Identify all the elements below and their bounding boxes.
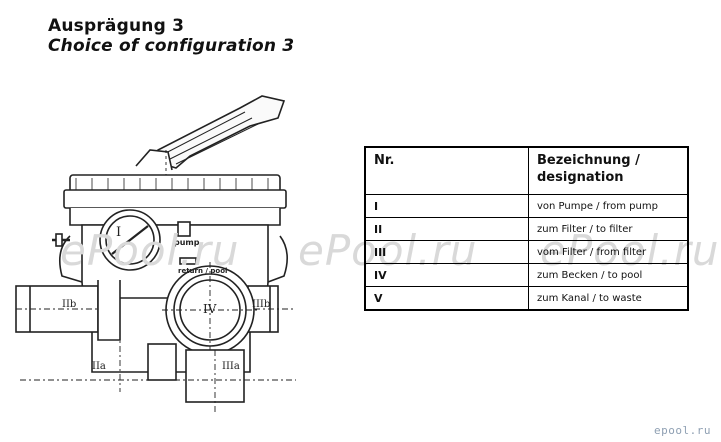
header-designation: Bezeichnung / designation: [528, 146, 689, 195]
row-designation: zum Filter / to filter: [528, 217, 689, 241]
label-port-iiia: IIIa: [222, 361, 240, 372]
row-nr: I: [364, 194, 529, 218]
table-row: II zum Filter / to filter: [364, 217, 689, 241]
label-return-pool: return / pool: [178, 267, 227, 275]
row-designation: zum Becken / to pool: [528, 263, 689, 287]
port-legend-table: Nr. Bezeichnung / designation I von Pump…: [364, 146, 689, 311]
pipe-left: [15, 285, 99, 333]
corner-logo: epool.ru: [654, 424, 711, 437]
table-row: III vom Filter / from filter: [364, 240, 689, 264]
row-designation: von Pumpe / from pump: [528, 194, 689, 218]
valve-diagram: I IV IIb IIIb IIa IIIa pump return / poo…: [15, 95, 296, 412]
table-row: IV zum Becken / to pool: [364, 263, 689, 287]
row-designation: zum Kanal / to waste: [528, 286, 689, 311]
title-german: Ausprägung 3: [48, 16, 185, 36]
table-header-row: Nr. Bezeichnung / designation: [364, 146, 689, 195]
table-row: I von Pumpe / from pump: [364, 194, 689, 218]
row-designation: vom Filter / from filter: [528, 240, 689, 264]
label-port-i: I: [116, 225, 121, 240]
table-row: V zum Kanal / to waste: [364, 286, 689, 311]
label-pump: pump: [174, 238, 200, 247]
row-nr: III: [364, 240, 529, 264]
row-nr: IV: [364, 263, 529, 287]
label-port-iiib: IIIb: [252, 299, 270, 310]
row-nr: II: [364, 217, 529, 241]
title-english: Choice of configuration 3: [48, 36, 295, 56]
label-port-iia: IIa: [92, 361, 106, 372]
row-nr: V: [364, 286, 529, 311]
header-nr: Nr.: [364, 146, 529, 195]
label-port-iib: IIb: [62, 299, 76, 310]
label-port-iv: IV: [203, 302, 217, 316]
valve-handle: [148, 95, 286, 169]
